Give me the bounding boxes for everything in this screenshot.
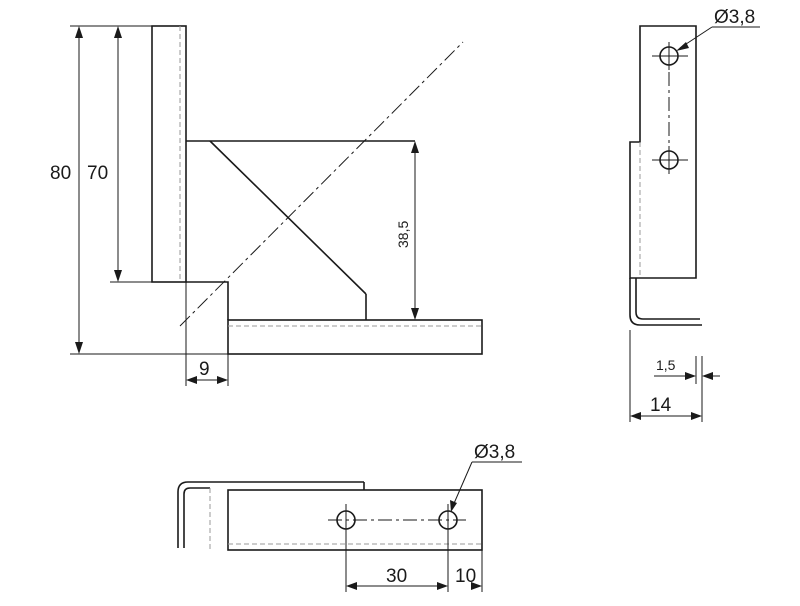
dim-14-arrow-right bbox=[691, 412, 702, 420]
dim-1-5-arrow-right bbox=[702, 372, 713, 380]
dim-1-5-label: 1,5 bbox=[656, 357, 676, 373]
bottom-view bbox=[177, 481, 483, 551]
dimension-1-5: 1,5 bbox=[654, 356, 720, 384]
dim-14-label: 14 bbox=[650, 395, 672, 416]
bottom-bent-flange-outer bbox=[177, 481, 210, 548]
vertical-plate bbox=[151, 25, 187, 283]
dimension-9: 9 bbox=[185, 282, 229, 386]
dim-80-label: 80 bbox=[50, 163, 71, 184]
dim-80-arrow-bottom bbox=[75, 342, 83, 354]
dim-30-arrow-right bbox=[437, 582, 448, 590]
dim-70-label: 70 bbox=[87, 163, 108, 184]
dim-14-arrow-left bbox=[630, 412, 641, 420]
bottom-callout-arrow bbox=[450, 500, 457, 512]
side-bent-foot bbox=[629, 278, 702, 326]
bottom-hole-callout: Ø3,8 bbox=[450, 442, 522, 512]
side-hole-callout: Ø3,8 bbox=[676, 7, 760, 51]
dimension-38-5: 38,5 bbox=[395, 141, 419, 320]
horizontal-base-plate bbox=[227, 319, 483, 355]
front-view bbox=[151, 25, 483, 355]
dimension-70: 70 bbox=[87, 26, 152, 283]
bottom-callout-leader bbox=[451, 461, 473, 509]
dim-80-arrow-top bbox=[75, 26, 83, 38]
lower-step bbox=[186, 281, 229, 320]
side-bent-foot-inner bbox=[635, 278, 700, 320]
bottom-bent-flange-inner bbox=[183, 487, 210, 548]
dim-70-arrow-top bbox=[114, 26, 122, 38]
bottom-callout-label: Ø3,8 bbox=[474, 442, 515, 463]
side-callout-label: Ø3,8 bbox=[714, 7, 755, 28]
dimension-30-10: 30 10 bbox=[345, 536, 483, 592]
dimension-14: 14 bbox=[629, 330, 703, 422]
dim-9-label: 9 bbox=[199, 359, 210, 380]
dim-38-5-arrow-top bbox=[411, 141, 419, 153]
dim-1-5-arrow-left bbox=[685, 372, 696, 380]
bottom-base-plate bbox=[227, 489, 483, 551]
dim-10-label: 10 bbox=[455, 566, 476, 587]
dim-9-arrow-left bbox=[186, 376, 197, 384]
dim-30-label: 30 bbox=[386, 566, 407, 587]
dim-70-arrow-bottom bbox=[114, 270, 122, 282]
dimension-80: 80 bbox=[50, 25, 228, 355]
dim-10-arrow-right bbox=[471, 582, 482, 590]
dim-9-arrow-right bbox=[217, 376, 228, 384]
side-callout-arrow bbox=[676, 42, 689, 51]
fold-centerline bbox=[179, 41, 464, 327]
dim-38-5-arrow-bottom bbox=[411, 308, 419, 320]
dim-38-5-label: 38,5 bbox=[395, 221, 411, 248]
dim-30-arrow-left bbox=[346, 582, 357, 590]
side-view bbox=[629, 25, 702, 326]
